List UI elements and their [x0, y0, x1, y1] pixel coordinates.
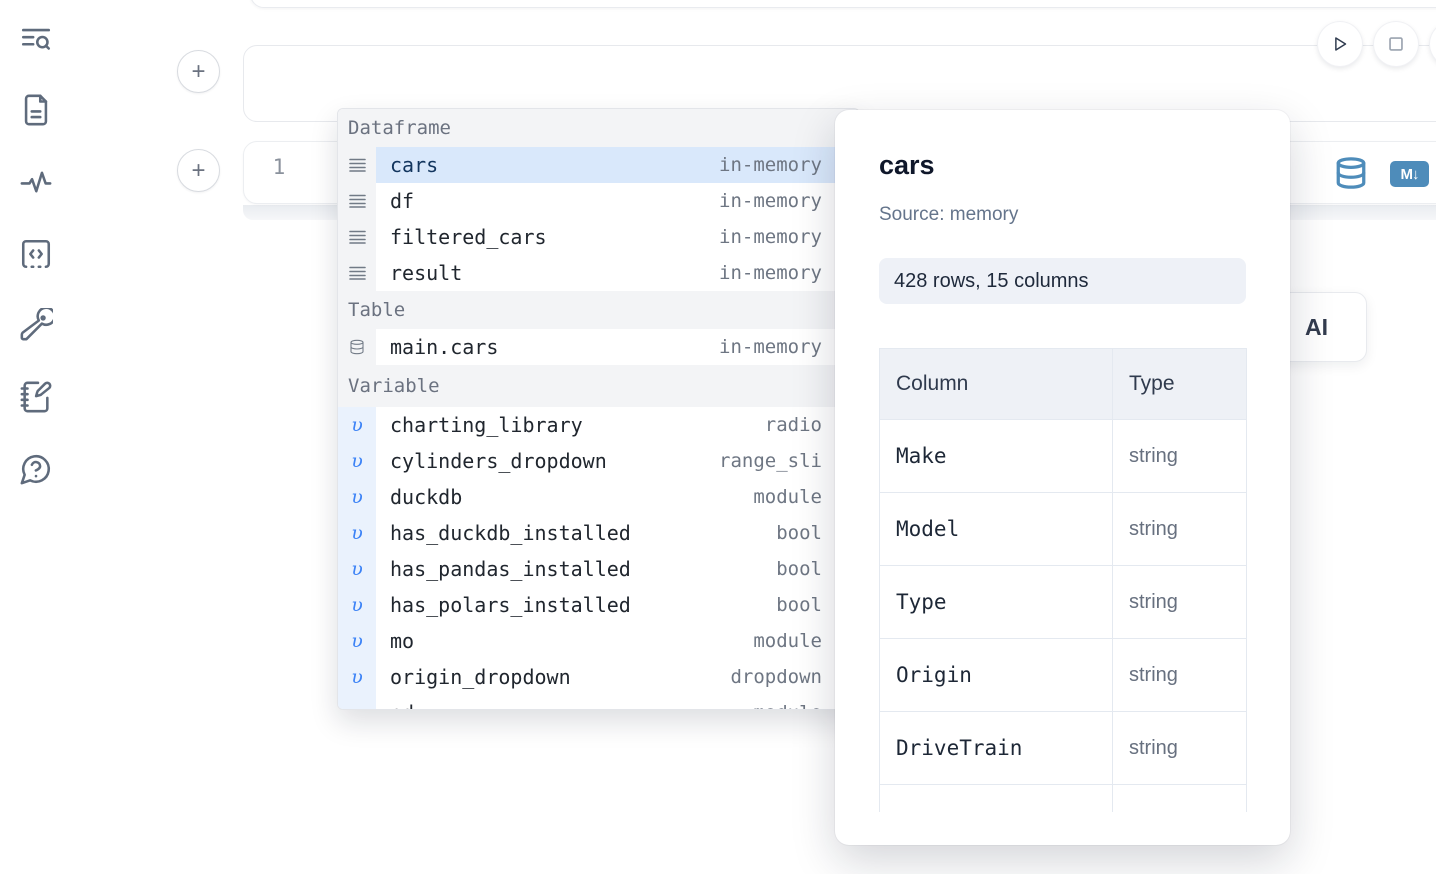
- column-type: string: [1112, 565, 1247, 639]
- dataframe-icon: [338, 255, 376, 291]
- sidebar-item-tracing[interactable]: [16, 162, 56, 202]
- column-name: Model: [879, 492, 1113, 566]
- stop-cell-button[interactable]: [1374, 22, 1418, 66]
- markdown-badge-button[interactable]: M↓: [1390, 161, 1429, 187]
- column-name: Make: [879, 419, 1113, 493]
- table-row: DriveTrain string: [879, 711, 1247, 785]
- shape-badge: 428 rows, 15 columns: [879, 258, 1246, 304]
- add-cell-button-bottom[interactable]: +: [177, 149, 220, 192]
- table-row: Make string: [879, 419, 1247, 493]
- variable-icon: υ: [351, 558, 363, 580]
- column-type: string: [1112, 419, 1247, 493]
- add-cell-button-top[interactable]: +: [177, 50, 220, 93]
- dataframe-icon: [338, 219, 376, 255]
- section-header-variable: Variable: [338, 365, 859, 407]
- section-header-dataframe: Dataframe: [338, 109, 859, 147]
- key-icon: [19, 308, 53, 342]
- panel-source: Source: memory: [879, 204, 1019, 225]
- variable-icon: υ: [351, 486, 363, 508]
- notebook-pen-icon: [19, 380, 53, 414]
- variable-icon: υ: [351, 666, 363, 688]
- table-row-clipped: [879, 784, 1247, 812]
- column-name: Origin: [879, 638, 1113, 712]
- sidebar-item-secrets[interactable]: [16, 305, 56, 345]
- panel-title: cars: [879, 150, 935, 180]
- sidebar-item-snippets[interactable]: [16, 234, 56, 274]
- table-row: Origin string: [879, 638, 1247, 712]
- sidebar-item-scratchpad[interactable]: [16, 377, 56, 417]
- completion-item[interactable]: υ pdmodule: [338, 695, 859, 709]
- variable-icon: υ: [351, 594, 363, 616]
- column-name: Type: [879, 565, 1113, 639]
- help-chat-icon: [19, 452, 53, 486]
- play-icon: [1329, 33, 1351, 55]
- column-type: string: [1112, 638, 1247, 712]
- table-row: Model string: [879, 492, 1247, 566]
- dataframe-icon: [338, 147, 376, 183]
- variable-icon: υ: [351, 630, 363, 652]
- variable-icon: υ: [351, 522, 363, 544]
- variable-icon: υ: [351, 450, 363, 472]
- extra-run-control-button[interactable]: [1430, 22, 1436, 66]
- dataframe-icon: [338, 183, 376, 219]
- sidebar-item-help[interactable]: [16, 449, 56, 489]
- column-type: string: [1112, 711, 1247, 785]
- section-header-table: Table: [338, 291, 859, 329]
- sidebar-item-toc-search[interactable]: [16, 20, 56, 60]
- variable-icon: υ: [351, 702, 363, 709]
- text-search-icon: [19, 23, 53, 57]
- file-icon: [19, 93, 53, 127]
- table-database-icon: [338, 329, 376, 365]
- table-row: Type string: [879, 565, 1247, 639]
- type-header: Type: [1112, 348, 1247, 420]
- datasource-button[interactable]: [1334, 155, 1368, 191]
- variable-icon: υ: [351, 414, 363, 436]
- column-name: DriveTrain: [879, 711, 1113, 785]
- line-number: 1: [272, 155, 286, 179]
- database-icon: [1334, 155, 1368, 191]
- sidebar-item-files[interactable]: [16, 90, 56, 130]
- dataframe-preview-panel: cars Source: memory 428 rows, 15 columns…: [835, 110, 1290, 845]
- schema-table: Column Type Make string Model string Typ…: [879, 348, 1247, 812]
- code-snippets-icon: [19, 237, 53, 271]
- schema-header-row: Column Type: [879, 348, 1247, 420]
- stop-icon: [1385, 33, 1407, 55]
- column-type: string: [1112, 492, 1247, 566]
- previous-cell-edge: [250, 0, 1436, 8]
- run-cell-button[interactable]: [1318, 22, 1362, 66]
- column-header: Column: [879, 348, 1113, 420]
- activity-icon: [19, 165, 53, 199]
